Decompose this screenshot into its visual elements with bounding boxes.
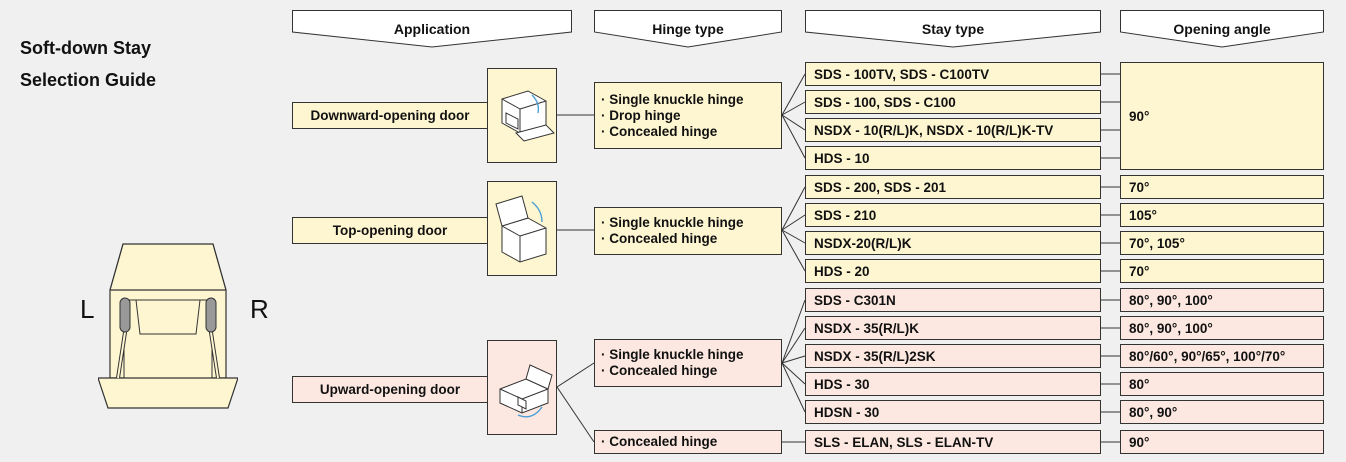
header-application: Application bbox=[292, 10, 572, 48]
hinge-line: · Drop hinge bbox=[601, 107, 681, 123]
guide-title-line-1: Soft-down Stay bbox=[20, 38, 151, 58]
connector-line bbox=[781, 101, 806, 116]
downward-door-illustration bbox=[487, 68, 557, 163]
header-hinge-type-label: Hinge type bbox=[652, 21, 724, 37]
header-application-label: Application bbox=[393, 21, 471, 37]
stay-type-cell: NSDX - 35(R/L)K bbox=[805, 316, 1101, 340]
connector-line bbox=[781, 229, 806, 244]
header-stay-type-label: Stay type bbox=[921, 21, 985, 37]
cabinet-stay-illustration-icon bbox=[98, 243, 238, 409]
connector-line bbox=[556, 362, 595, 388]
stay-type-cell: NSDX-20(R/L)K bbox=[805, 231, 1101, 255]
stay-type-cell: HDS - 20 bbox=[805, 259, 1101, 283]
hinge-line: · Concealed hinge bbox=[601, 434, 718, 449]
opening-angle-cell: 80°/60°, 90°/65°, 100°/70° bbox=[1120, 344, 1324, 368]
stay-type-cell: SLS - ELAN, SLS - ELAN-TV bbox=[805, 430, 1101, 454]
hinge-downward: · Single knuckle hinge · Drop hinge · Co… bbox=[594, 82, 782, 149]
application-upward: Upward-opening door bbox=[292, 376, 488, 403]
connector-line bbox=[781, 214, 806, 231]
hinge-upward-knuckle: · Single knuckle hinge · Concealed hinge bbox=[594, 339, 782, 387]
opening-angle-cell: 80°, 90° bbox=[1120, 400, 1324, 424]
stay-type-cell: SDS - 210 bbox=[805, 203, 1101, 227]
opening-angle-merged: 90° bbox=[1120, 62, 1324, 170]
stay-type-cell: HDS - 30 bbox=[805, 372, 1101, 396]
upward-door-icon bbox=[499, 364, 553, 418]
hinge-line: · Single knuckle hinge bbox=[601, 215, 744, 230]
top-door-icon bbox=[495, 195, 547, 263]
top-door-illustration bbox=[487, 181, 557, 276]
opening-angle-cell: 70°, 105° bbox=[1120, 231, 1324, 255]
hinge-line: · Concealed hinge bbox=[601, 363, 718, 378]
stay-type-cell: HDS - 10 bbox=[805, 146, 1101, 170]
upward-door-illustration bbox=[487, 340, 557, 435]
header-opening-angle: Opening angle bbox=[1120, 10, 1324, 48]
stay-type-cell: SDS - C301N bbox=[805, 288, 1101, 312]
connector-line bbox=[781, 114, 806, 131]
connector-line bbox=[781, 362, 806, 413]
connector-line bbox=[556, 386, 595, 443]
opening-angle-cell: 80° bbox=[1120, 372, 1324, 396]
opening-angle-cell: 90° bbox=[1120, 430, 1324, 454]
connector-line bbox=[781, 229, 806, 272]
stay-type-cell: SDS - 100TV, SDS - C100TV bbox=[805, 62, 1101, 86]
opening-angle-cell: 105° bbox=[1120, 203, 1324, 227]
left-side-label: L bbox=[80, 294, 95, 324]
hinge-line: · Single knuckle hinge bbox=[601, 91, 744, 107]
right-side-label: R bbox=[250, 294, 269, 324]
stay-type-cell: NSDX - 35(R/L)2SK bbox=[805, 344, 1101, 368]
hinge-line: · Concealed hinge bbox=[601, 231, 718, 246]
guide-title-line-2: Selection Guide bbox=[20, 70, 157, 90]
hinge-upward-concealed: · Concealed hinge bbox=[594, 430, 782, 454]
stay-type-cell: SDS - 100, SDS - C100 bbox=[805, 90, 1101, 114]
connector-line bbox=[781, 355, 806, 364]
opening-angle-cell: 80°, 90°, 100° bbox=[1120, 288, 1324, 312]
connector-line bbox=[781, 114, 806, 159]
header-stay-type: Stay type bbox=[805, 10, 1101, 48]
stay-type-cell: HDSN - 30 bbox=[805, 400, 1101, 424]
stay-type-cell: NSDX - 10(R/L)K, NSDX - 10(R/L)K-TV bbox=[805, 118, 1101, 142]
header-hinge-type: Hinge type bbox=[594, 10, 782, 48]
connector-line bbox=[781, 362, 806, 385]
application-downward: Downward-opening door bbox=[292, 102, 488, 129]
connector-line bbox=[781, 299, 806, 364]
connector-line bbox=[781, 327, 806, 364]
hinge-top: · Single knuckle hinge · Concealed hinge bbox=[594, 207, 782, 255]
connector-line bbox=[781, 186, 806, 231]
hinge-line: · Concealed hinge bbox=[601, 123, 718, 139]
application-top: Top-opening door bbox=[292, 217, 488, 244]
opening-angle-cell: 70° bbox=[1120, 175, 1324, 199]
opening-angle-cell: 80°, 90°, 100° bbox=[1120, 316, 1324, 340]
connector-line bbox=[781, 73, 806, 116]
header-opening-angle-label: Opening angle bbox=[1173, 21, 1271, 37]
stay-type-cell: SDS - 200, SDS - 201 bbox=[805, 175, 1101, 199]
downward-door-icon bbox=[501, 90, 555, 142]
hinge-line: · Single knuckle hinge bbox=[601, 347, 744, 362]
opening-angle-cell: 70° bbox=[1120, 259, 1324, 283]
